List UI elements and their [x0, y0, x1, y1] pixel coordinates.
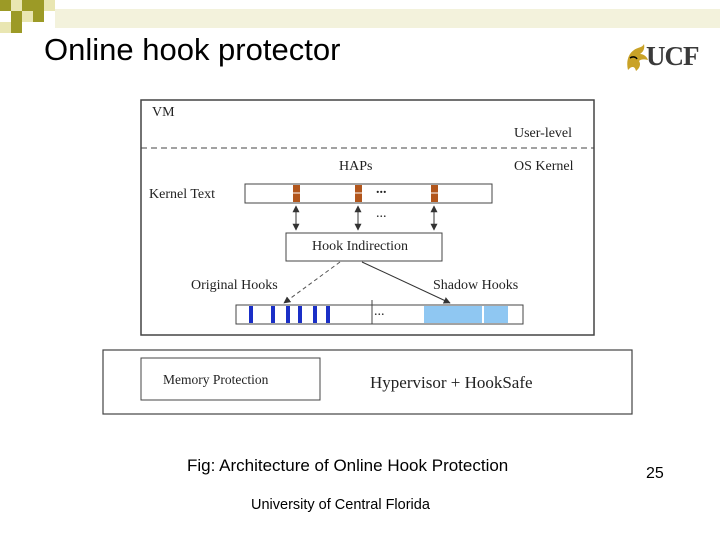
arrows-ellipsis: ... [376, 206, 387, 221]
user-level-label: User-level [514, 126, 573, 141]
original-hook-slot [313, 306, 317, 323]
vm-box [140, 99, 595, 336]
page-number: 25 [646, 465, 664, 482]
deco-square [22, 0, 33, 11]
kernel-text-bar [244, 183, 493, 204]
footer-text: University of Central Florida [251, 497, 430, 513]
hooks-ellipsis: ... [374, 304, 385, 319]
original-hooks [249, 306, 330, 323]
vm-label: VM [152, 105, 175, 120]
memory-protection-label: Memory Protection [163, 372, 269, 387]
deco-square [11, 11, 22, 22]
logo-text: UCF [646, 41, 699, 71]
deco-square [33, 11, 44, 22]
original-hook-slot [298, 306, 302, 323]
os-kernel-label: OS Kernel [514, 159, 574, 174]
deco-square [11, 22, 22, 33]
shadow-hook-slot [484, 306, 508, 323]
original-hook-slot [271, 306, 275, 323]
shadow-hooks [424, 306, 508, 323]
decorative-corner-squares [0, 0, 720, 33]
shadow-hooks-label: Shadow Hooks [433, 278, 519, 293]
memory-protection-box [140, 357, 321, 401]
deco-square [11, 0, 22, 11]
deco-square [33, 0, 44, 11]
original-hook-slot [326, 306, 330, 323]
pegasus-icon [627, 44, 648, 71]
original-hooks-label: Original Hooks [191, 278, 278, 293]
hypervisor-label: Hypervisor + HookSafe [370, 373, 533, 392]
original-hook-slot [286, 306, 290, 323]
deco-square [44, 0, 55, 11]
ucf-logo: UCF [624, 40, 704, 74]
kernel-text-label: Kernel Text [149, 187, 216, 202]
slide-title: Online hook protector [44, 32, 341, 67]
shadow-hook-slot [424, 306, 482, 323]
deco-square [22, 11, 33, 22]
original-hooks-arrow [283, 261, 341, 304]
hook-indirection-label: Hook Indirection [312, 239, 409, 254]
haps-label: HAPs [339, 159, 373, 174]
original-hook-slot [249, 306, 253, 323]
shadow-hooks-arrow [361, 261, 451, 304]
haps-ellipsis: ... [376, 182, 387, 197]
deco-square [0, 22, 11, 33]
header-band [55, 9, 720, 28]
figure-caption: Fig: Architecture of Online Hook Protect… [187, 456, 509, 475]
hook-indirection-box [285, 232, 443, 262]
deco-square [0, 0, 11, 11]
